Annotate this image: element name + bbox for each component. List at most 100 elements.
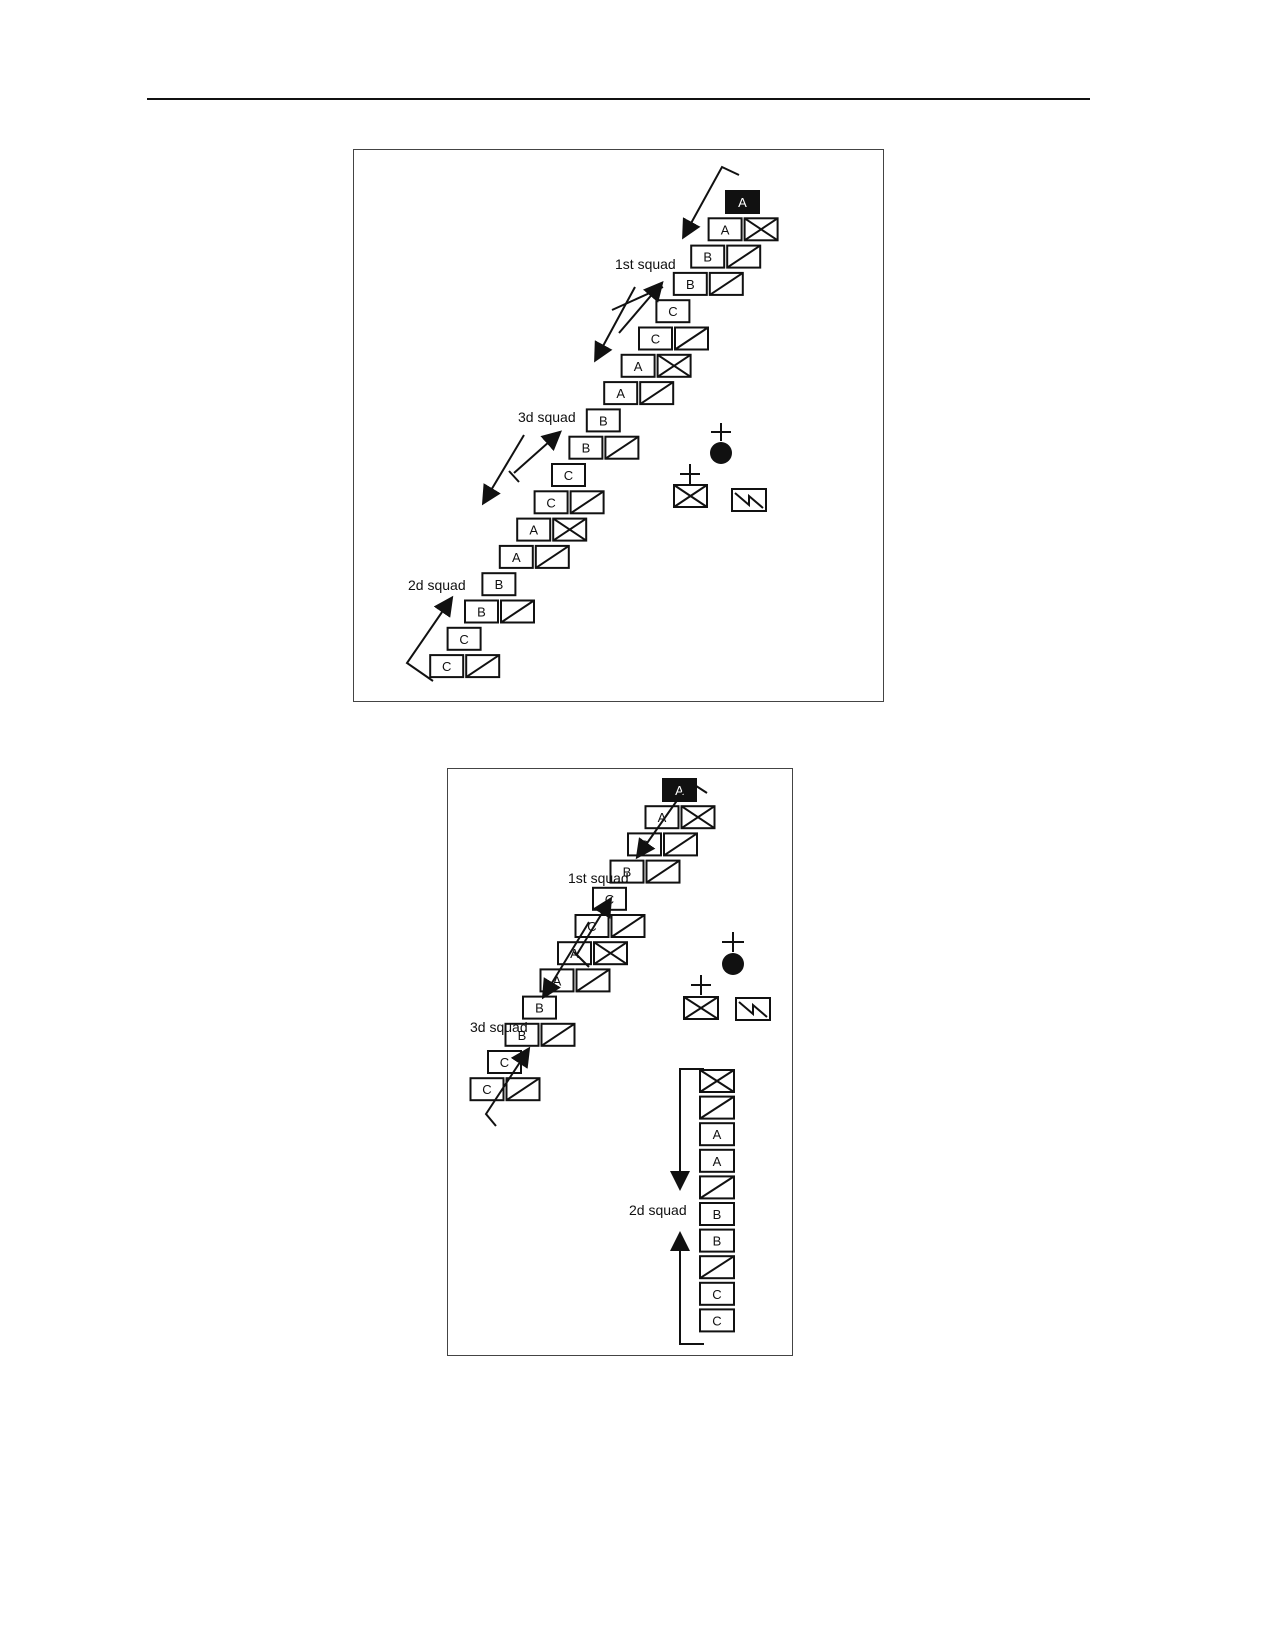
element-letter: B [623, 865, 632, 880]
rifle-icon [726, 244, 762, 269]
rifle-icon [505, 1077, 541, 1102]
element-letter: C [459, 632, 468, 647]
element-letter: A [658, 810, 667, 825]
team-member-box: B [481, 572, 517, 597]
team-member-box: A [620, 353, 656, 378]
machine-gun-icon [656, 353, 692, 378]
element-letter: A [721, 222, 730, 237]
squad-leader-box: A [725, 190, 760, 214]
team-member-box: A [644, 805, 680, 830]
team-member-box: A [707, 217, 743, 242]
column-member-box: A [699, 1148, 735, 1173]
column-member-box: B [699, 1202, 735, 1226]
header-rule [147, 98, 1090, 100]
team-member-box: B [504, 1022, 540, 1047]
element-letter: B [477, 605, 486, 620]
element-letter: C [587, 919, 596, 934]
team-member-box: C [446, 626, 482, 651]
element-letter: B [535, 1001, 544, 1016]
squad-1-bracket-arrow [635, 780, 708, 860]
squad-label-1st: 1st squad [615, 256, 676, 272]
column-member-box: B [699, 1228, 735, 1253]
team-member-box: C [574, 914, 610, 938]
element-letter: C [712, 1287, 721, 1302]
element-letter: A [512, 550, 521, 565]
element-letter: A [713, 1127, 722, 1142]
leader-x-box-icon [673, 464, 708, 508]
element-letter: B [703, 250, 712, 265]
column-member-box: C [699, 1308, 735, 1333]
squad-2-arrow-down [670, 1068, 704, 1191]
squad-label-3d: 3d squad [518, 409, 576, 425]
rifle-icon [699, 1175, 735, 1200]
medic-icon [710, 423, 732, 464]
squad-2-bracket-arrow [405, 595, 454, 682]
element-letter: B [582, 441, 591, 456]
rifle-icon [610, 914, 646, 938]
element-letter: B [713, 1234, 722, 1249]
element-letter: B [713, 1207, 722, 1222]
column-member-box: C [699, 1281, 735, 1306]
squad-3b-bracket [508, 470, 520, 483]
squad-3b-arrow-up [513, 430, 562, 474]
element-letter: C [442, 659, 451, 674]
squad-1-bracket-arrow [682, 165, 740, 240]
team-member-box: A [498, 544, 534, 569]
team-member-box: B [627, 832, 662, 857]
rifle-icon [699, 1095, 735, 1120]
squad-3-arrow-up [618, 280, 664, 334]
squad-2-arrow-up [670, 1231, 704, 1345]
element-letter: B [686, 277, 695, 292]
rifle-icon [708, 271, 744, 296]
machine-gun-icon [552, 517, 588, 542]
team-member-box: C [638, 326, 673, 351]
team-member-box: A [516, 517, 552, 542]
squad-3-arrow-up [575, 896, 613, 957]
rifle-icon [699, 1255, 735, 1280]
element-letter: C [668, 304, 677, 319]
team-member-box: C [429, 654, 465, 679]
machine-gun-icon [680, 805, 716, 830]
element-letter: B [518, 1028, 527, 1043]
rifle-icon [500, 599, 535, 624]
squad-3b-bracket-arrow [484, 1046, 531, 1127]
element-letter: A [529, 523, 538, 538]
element-letter: B [599, 413, 608, 428]
element-letter: A [738, 195, 747, 210]
column-member-box: A [699, 1122, 735, 1147]
team-member-box: B [585, 408, 621, 433]
rifle-icon [465, 654, 501, 679]
team-member-box: B [690, 244, 726, 269]
element-letter: C [546, 495, 555, 510]
element-letter: C [500, 1055, 509, 1070]
rifle-icon [534, 544, 570, 569]
element-letter: A [713, 1154, 722, 1169]
team-member-box: B [672, 271, 708, 296]
machine-gun-icon [699, 1069, 735, 1093]
squad-label-3d: 3d squad [470, 1019, 528, 1035]
element-letter: B [495, 577, 504, 592]
team-member-box: B [522, 995, 557, 1020]
leader-x-box-icon [683, 975, 719, 1020]
rifle-icon [645, 859, 681, 884]
team-member-box: B [609, 859, 645, 884]
team-member-box: C [592, 886, 627, 911]
radio-icon [735, 997, 771, 1021]
element-letter: A [616, 386, 625, 401]
element-letter: A [634, 359, 643, 374]
team-member-box: C [551, 463, 586, 487]
squad-label-2d: 2d squad [408, 577, 466, 593]
rifle-icon [575, 968, 611, 993]
rifle-icon [674, 326, 709, 351]
rifle-icon [639, 381, 675, 406]
rifle-icon [569, 490, 605, 515]
team-member-box: A [603, 381, 639, 406]
element-letter: C [564, 468, 573, 483]
rifle-icon [604, 435, 640, 460]
rifle-icon [663, 832, 698, 857]
squad-3-arrow-down [541, 921, 590, 1000]
element-letter: A [675, 783, 684, 798]
squad-label-2d: 2d squad [629, 1202, 687, 1218]
team-member-box: B [568, 435, 604, 460]
